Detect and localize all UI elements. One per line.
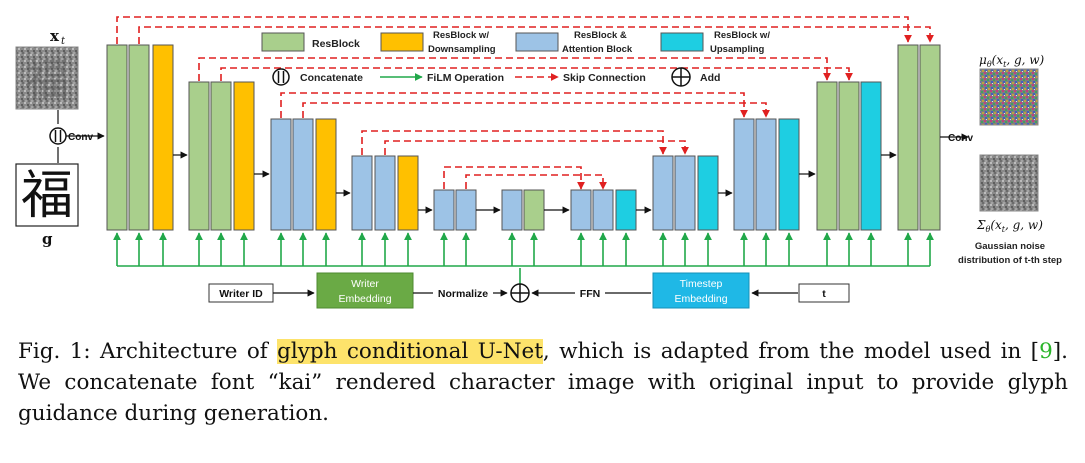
unet-blocks bbox=[106, 44, 941, 231]
t-input-box bbox=[798, 283, 850, 303]
legend-skip-label: Skip Connection bbox=[563, 72, 646, 84]
resblock-attention bbox=[652, 155, 674, 231]
xt-sub: t bbox=[61, 36, 66, 47]
legend-up-swatch bbox=[660, 32, 704, 52]
g-label: g bbox=[42, 230, 53, 248]
mean-output-image bbox=[979, 68, 1039, 126]
caption-prefix: Fig. 1: Architecture of bbox=[18, 339, 278, 364]
unet-diagram: ResBlock ResBlock w/ Downsampling ResBlo… bbox=[15, 16, 1062, 309]
resblock bbox=[838, 81, 860, 231]
normalize-label: Normalize bbox=[438, 288, 488, 300]
legend-down-label: Downsampling bbox=[428, 44, 496, 55]
resblock-upsampling bbox=[778, 118, 800, 231]
resblock-upsampling bbox=[615, 189, 637, 231]
writer-embedding-label: Writer bbox=[351, 278, 379, 290]
resblock-attention bbox=[570, 189, 592, 231]
skip-level3-a bbox=[280, 92, 748, 118]
timestep-embedding-label: Timestep bbox=[680, 278, 723, 290]
resblock-attention bbox=[292, 118, 314, 231]
resblock-upsampling bbox=[697, 155, 719, 231]
legend: ResBlock ResBlock w/ Downsampling ResBlo… bbox=[261, 30, 770, 87]
resblock-attention bbox=[374, 155, 396, 231]
resblock bbox=[188, 81, 210, 231]
outputs: Conv μθ(xt, g, w) Σθ(xt, g, w) Gaussian … bbox=[948, 53, 1062, 266]
sigma-label: Σθ(xt, g, w) bbox=[976, 218, 1043, 234]
skip-level2-b bbox=[220, 67, 853, 81]
resblock-downsampling bbox=[397, 155, 419, 231]
skip-level4-a bbox=[361, 130, 667, 155]
concatenate-icon bbox=[272, 68, 290, 86]
legend-up-label: Upsampling bbox=[710, 44, 765, 55]
resblock-attention bbox=[733, 118, 755, 231]
flow-arrows bbox=[57, 110, 969, 214]
writer-embedding-label: Embedding bbox=[338, 293, 391, 305]
resblock bbox=[816, 81, 838, 231]
legend-down-swatch bbox=[380, 32, 424, 52]
conv-out-label: Conv bbox=[948, 133, 973, 144]
resblock-upsampling bbox=[860, 81, 882, 231]
film-connections bbox=[113, 232, 934, 285]
skip-level2-a bbox=[198, 57, 831, 81]
resblock-attention bbox=[455, 189, 477, 231]
legend-concatenate-label: Concatenate bbox=[300, 72, 363, 84]
t-input-label: t bbox=[822, 288, 826, 300]
glyph-char: 福 bbox=[21, 167, 73, 225]
legend-down-label: ResBlock w/ bbox=[433, 30, 489, 41]
caption-rest: ]. We concatenate font “kai” rendered ch… bbox=[18, 339, 1068, 426]
caption-highlight: glyph conditional U-Net bbox=[277, 339, 543, 364]
resblock bbox=[106, 44, 128, 231]
skip-level1-a bbox=[116, 16, 912, 44]
legend-resblock-swatch bbox=[261, 32, 305, 52]
xt-label: x bbox=[50, 27, 60, 45]
writer-embedding-box bbox=[316, 272, 414, 309]
resblock-attention bbox=[674, 155, 696, 231]
mu-label: μθ(xt, g, w) bbox=[979, 53, 1045, 69]
conv-in-label: Conv bbox=[68, 132, 93, 143]
noise-caption: distribution of t-th step bbox=[958, 255, 1062, 266]
noise-caption: Gaussian noise bbox=[975, 241, 1045, 252]
caption-mid: , which is adapted from the model used i… bbox=[542, 339, 1040, 364]
skip-level5-b bbox=[465, 174, 607, 190]
resblock-attention bbox=[270, 118, 292, 231]
legend-attn-swatch bbox=[515, 32, 559, 52]
resblock bbox=[897, 44, 919, 231]
glyph-image bbox=[15, 163, 79, 227]
resblock-downsampling bbox=[315, 118, 337, 231]
variance-output-image bbox=[979, 154, 1039, 212]
resblock-attention bbox=[755, 118, 777, 231]
resblock bbox=[128, 44, 150, 231]
ffn-label: FFN bbox=[580, 288, 600, 300]
resblock-attention bbox=[351, 155, 373, 231]
timestep-embedding-label: Embedding bbox=[674, 293, 727, 305]
writer-id-label: Writer ID bbox=[219, 288, 263, 300]
legend-attn-label: Attention Block bbox=[562, 44, 633, 55]
legend-film-label: FiLM Operation bbox=[427, 72, 504, 84]
resblock bbox=[919, 44, 941, 231]
caption-ref-link[interactable]: 9 bbox=[1039, 339, 1053, 364]
figure-caption: Fig. 1: Architecture of glyph conditiona… bbox=[18, 336, 1068, 429]
legend-up-label: ResBlock w/ bbox=[714, 30, 770, 41]
concatenate-icon bbox=[49, 127, 67, 145]
resblock-downsampling bbox=[152, 44, 174, 231]
resblock bbox=[210, 81, 232, 231]
resblock bbox=[523, 189, 545, 231]
legend-resblock-label: ResBlock bbox=[312, 38, 360, 50]
resblock-attention bbox=[501, 189, 523, 231]
noisy-glyph: 福 bbox=[25, 56, 69, 105]
legend-attn-label: ResBlock & bbox=[574, 30, 627, 41]
resblock-downsampling bbox=[233, 81, 255, 231]
skip-level5-a bbox=[443, 166, 585, 190]
noisy-input-image bbox=[15, 46, 79, 110]
conditioning: Writer ID Writer Embedding Normalize FFN… bbox=[208, 272, 850, 309]
timestep-embedding-box bbox=[652, 272, 750, 309]
legend-add-label: Add bbox=[700, 72, 720, 84]
skip-level4-b bbox=[384, 140, 689, 155]
skip-connections bbox=[116, 16, 934, 190]
skip-level3-b bbox=[302, 102, 770, 118]
resblock-attention bbox=[592, 189, 614, 231]
resblock-attention bbox=[433, 189, 455, 231]
skip-level1-b bbox=[138, 26, 934, 44]
inputs: x t 福 Conv 福 g bbox=[15, 27, 93, 248]
